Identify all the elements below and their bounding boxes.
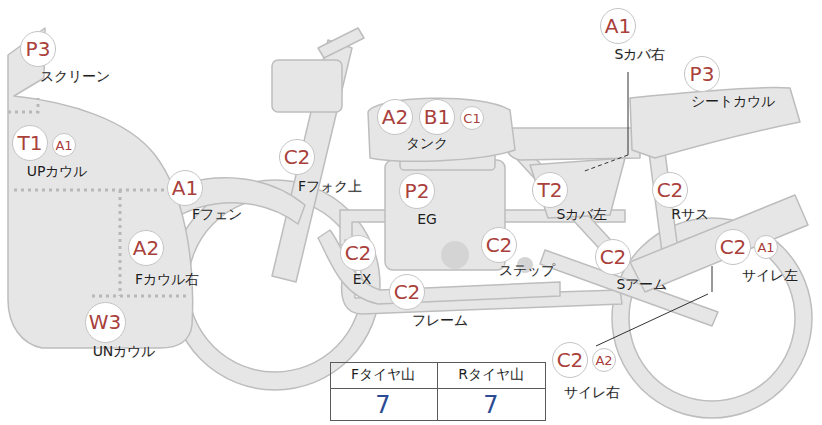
code-circle: W3 [85, 302, 126, 343]
code-circle: C2 [715, 229, 751, 265]
table-value: 7 [375, 392, 390, 418]
damage-code: P2 [405, 181, 430, 201]
part-name: サイレ左 [742, 268, 798, 283]
part-name: シートカウル [691, 94, 775, 109]
code-circle: C2 [552, 342, 588, 378]
part-name: Fフェン [192, 207, 242, 222]
damage-code: A1 [172, 178, 198, 198]
table-header: Rタイヤ山 [458, 367, 524, 382]
damage-code: C2 [345, 243, 372, 263]
table-header: Fタイヤ山 [351, 367, 415, 382]
sub-code-circle: A2 [592, 348, 616, 372]
damage-code: A2 [595, 354, 612, 367]
damage-code: C1 [463, 112, 480, 125]
code-circle: P2 [399, 173, 435, 209]
part-name: UNカウル [93, 344, 156, 359]
code-circle: T1 [12, 125, 48, 161]
code-circle: C2 [389, 274, 425, 310]
sub-code-circle: C1 [460, 106, 484, 130]
damage-code: A2 [133, 238, 159, 258]
damage-code: C2 [486, 235, 513, 255]
part-name: Fフォク上 [298, 179, 362, 194]
part-name: Fカウル右 [135, 272, 199, 287]
part-name: タンク [406, 136, 448, 151]
part-name: UPカウル [27, 164, 88, 179]
sub-code-circle: A1 [754, 235, 778, 259]
code-circle: C2 [595, 239, 631, 275]
damage-code: A1 [605, 16, 631, 36]
code-circle: A1 [600, 8, 636, 44]
code-circle: A2 [377, 99, 413, 135]
damage-code: W3 [89, 312, 122, 332]
damage-code: A1 [55, 139, 72, 152]
code-circle: C2 [481, 227, 517, 263]
sub-code-circle: A1 [52, 133, 76, 157]
part-name: Rサス [671, 207, 709, 222]
damage-code: T2 [538, 180, 563, 200]
damage-code: C2 [284, 147, 311, 167]
part-name: Sアーム [617, 277, 668, 292]
code-circle: C2 [340, 235, 376, 271]
code-circle: B1 [419, 99, 455, 135]
part-name: EG [417, 212, 437, 227]
part-name: Sカバ右 [615, 47, 666, 62]
part-name: ステップ [499, 263, 555, 278]
part-name: Sカバ左 [557, 207, 608, 222]
part-name: EX [353, 272, 371, 287]
code-circle: C2 [652, 172, 688, 208]
table-value: 7 [483, 392, 498, 418]
damage-code: A2 [382, 107, 408, 127]
code-circle: A2 [128, 230, 164, 266]
damage-code: C2 [657, 180, 684, 200]
damage-code: C2 [600, 247, 627, 267]
code-circle: A1 [167, 170, 203, 206]
damage-code: C2 [394, 282, 421, 302]
code-circle: T2 [532, 172, 568, 208]
part-name: スクリーン [40, 69, 110, 84]
damage-code: C2 [720, 237, 747, 257]
damage-code: T1 [18, 133, 43, 153]
part-name: フレーム [412, 313, 468, 328]
code-circle: P3 [684, 56, 720, 92]
damage-code: P3 [26, 39, 51, 59]
damage-code: B1 [424, 107, 450, 127]
damage-code: C2 [557, 350, 584, 370]
code-circle: C2 [279, 139, 315, 175]
damage-code: P3 [690, 64, 715, 84]
code-circle: P3 [20, 31, 56, 67]
damage-code: A1 [757, 241, 774, 254]
part-name: サイレ右 [564, 385, 620, 400]
